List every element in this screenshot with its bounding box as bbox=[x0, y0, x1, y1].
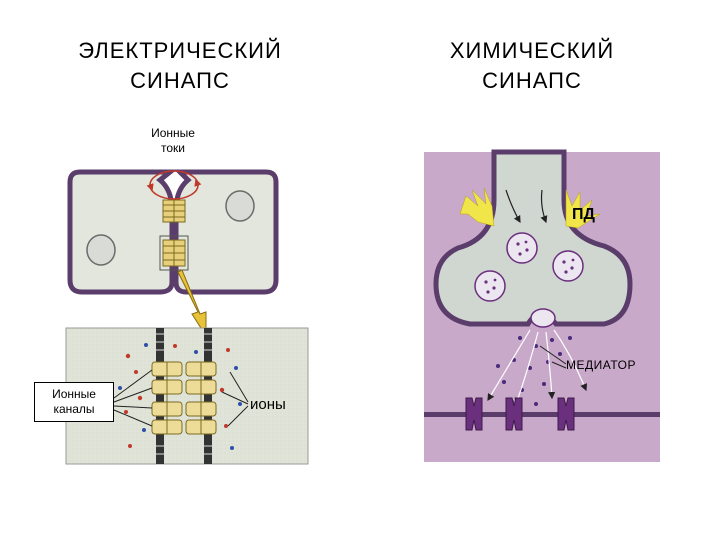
exocytosis-vesicle bbox=[530, 308, 556, 328]
ion-currents-label: Ионные токи bbox=[128, 126, 218, 156]
chemical-synapse-panel bbox=[424, 149, 660, 462]
right-cell bbox=[173, 169, 279, 295]
chemical-synapse-title-line1: ХИМИЧЕСКИЙ bbox=[449, 38, 615, 63]
synaptic-vesicles bbox=[474, 232, 584, 302]
action-potential-spark-left bbox=[459, 187, 495, 227]
ion-channels-label-line1: Ионные bbox=[52, 387, 96, 401]
chemical-synapse-title: ХИМИЧЕСКИЙ СИНАПС bbox=[382, 36, 682, 96]
postsynaptic-membrane bbox=[424, 412, 660, 417]
zoom-arrow bbox=[177, 269, 207, 338]
electrical-synapse-title: ЭЛЕКТРИЧЕСКИЙ СИНАПС bbox=[30, 36, 330, 96]
electrical-synapse-cells bbox=[67, 169, 279, 295]
small-gap-junctions bbox=[159, 199, 189, 271]
ions-label: ионы bbox=[250, 396, 286, 413]
electrical-synapse-title-line1: ЭЛЕКТРИЧЕСКИЙ bbox=[78, 38, 282, 63]
right-cell-nucleus bbox=[225, 190, 255, 222]
ion-channels-label: Ионные каналы bbox=[34, 382, 114, 422]
mediator-label: МЕДИАТОР bbox=[566, 358, 636, 372]
action-potential-spark-right bbox=[565, 189, 601, 229]
receptors bbox=[465, 397, 575, 431]
ion-currents-label-line2: токи bbox=[161, 141, 185, 155]
ion-currents-label-line1: Ионные bbox=[151, 126, 195, 140]
chemical-synapse-title-line2: СИНАПС bbox=[482, 68, 582, 93]
ions bbox=[118, 343, 242, 450]
action-potential-label: ПД bbox=[572, 206, 595, 223]
left-cell-nucleus bbox=[86, 234, 116, 266]
ion-channels-label-line2: каналы bbox=[53, 402, 95, 416]
electrical-synapse-title-line2: СИНАПС bbox=[130, 68, 230, 93]
left-cell bbox=[67, 169, 178, 295]
